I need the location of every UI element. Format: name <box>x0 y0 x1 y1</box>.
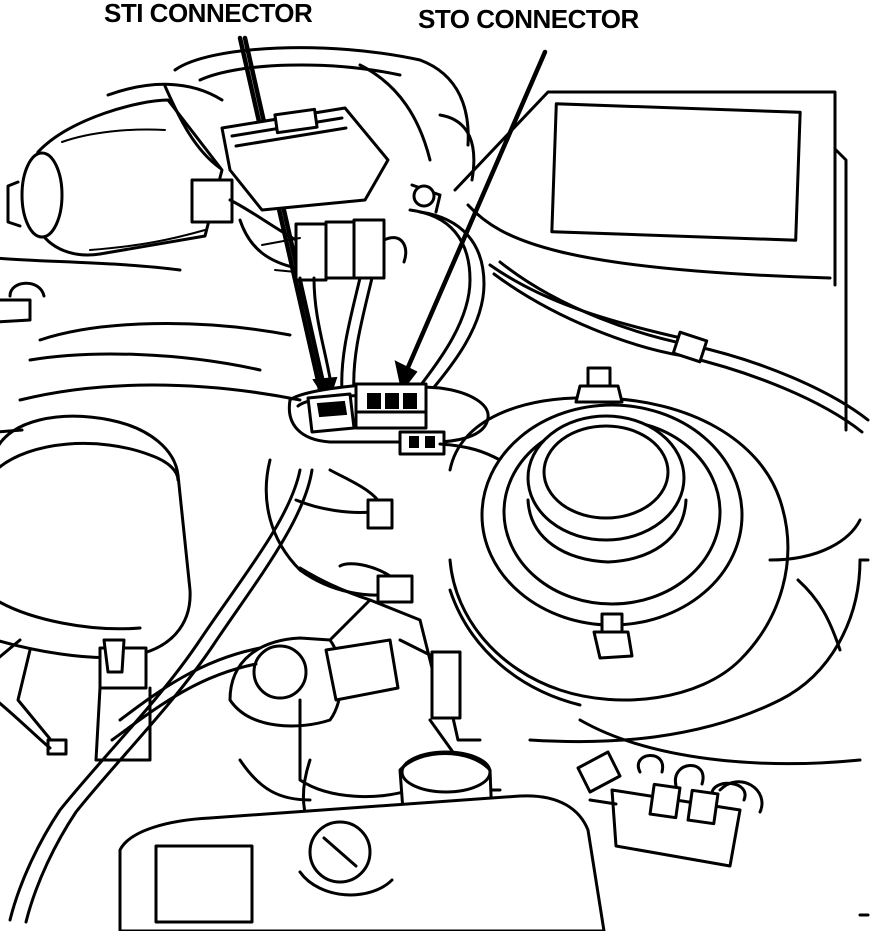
main-wire-harness <box>298 183 486 394</box>
sti-connector-label: STI CONNECTOR <box>104 0 313 28</box>
firewall-panel <box>453 90 848 432</box>
sti-leader-line <box>237 35 338 405</box>
lower-small-connector <box>398 430 502 462</box>
right-fender-line <box>578 558 870 917</box>
right-cable <box>492 260 870 434</box>
strut-lower-bolt <box>592 612 634 660</box>
strut-top-bolt <box>574 366 624 404</box>
upper-housing <box>173 46 476 182</box>
wiper-motor <box>6 82 224 257</box>
strut-tower <box>448 396 862 744</box>
battery <box>118 794 606 931</box>
sti-connector <box>306 392 356 434</box>
washer-reservoir <box>0 414 192 762</box>
upper-connector-cluster <box>190 178 408 282</box>
left-body-panel <box>0 256 302 756</box>
sto-connector <box>354 382 428 430</box>
sto-connector-label: STO CONNECTOR <box>418 4 640 34</box>
brake-master-cylinder <box>110 598 502 798</box>
center-hoses <box>8 458 414 924</box>
bottom-right-relay-block <box>576 750 764 868</box>
sto-leader-line <box>394 49 548 393</box>
relay-cover <box>220 106 390 212</box>
